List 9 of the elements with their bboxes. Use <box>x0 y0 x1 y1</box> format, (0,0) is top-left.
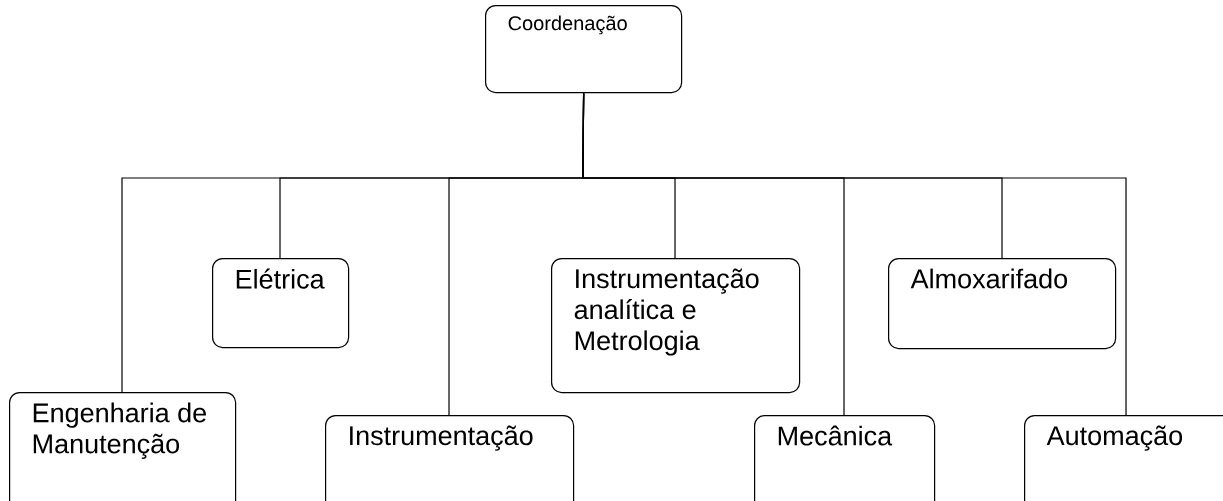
org-box: Instrumentação <box>325 415 575 501</box>
org-box: Instrumentação analítica e Metrologia <box>551 258 801 394</box>
connector-line <box>582 92 1127 416</box>
org-box: Almoxarifado <box>888 258 1117 350</box>
org-box: Mecânica <box>754 415 936 501</box>
org-box: Elétrica <box>212 258 350 349</box>
org-box: Automação <box>1024 415 1223 501</box>
org-box: Engenharia de Manutenção <box>9 392 237 501</box>
org-box: Coordenação <box>485 5 683 94</box>
